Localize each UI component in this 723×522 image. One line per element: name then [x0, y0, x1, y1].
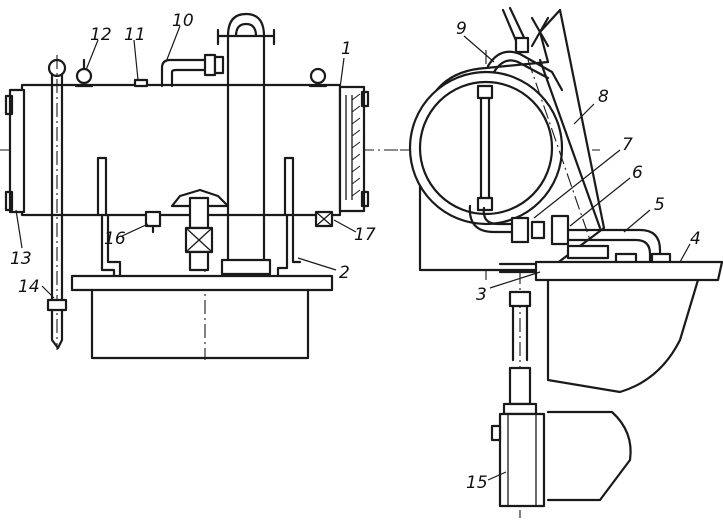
- left-bracket: [96, 156, 108, 217]
- callout-6: 6: [632, 163, 643, 183]
- left-flange: [8, 88, 26, 214]
- pipe-base-flange: [220, 258, 272, 276]
- pipe-5: [558, 228, 662, 264]
- callout-5: 5: [654, 195, 665, 215]
- callout-16: 16: [104, 229, 126, 249]
- base-plate: [70, 274, 334, 292]
- top-lug-right: [309, 67, 327, 85]
- callout-labels: 1 2 3 4 5 6 7 8 9 10 11 12 13 14 15 16 1…: [10, 11, 701, 493]
- top-fitting-11: [133, 78, 149, 88]
- callout-1: 1: [341, 39, 352, 59]
- flange-bolt-top: [4, 94, 14, 116]
- vertical-pipe: [226, 12, 266, 272]
- callout-12: 12: [90, 25, 112, 45]
- callout-15: 15: [466, 473, 488, 493]
- end-cap-hatch: [351, 93, 361, 197]
- base-foundation: [90, 288, 310, 360]
- top-lug-12: [75, 67, 93, 85]
- flange-bolt-bottom: [4, 190, 14, 212]
- end-view: [400, 6, 723, 518]
- callout-13: 13: [10, 249, 32, 269]
- rod-lower-end: [50, 308, 64, 350]
- linkage-9: [486, 50, 564, 92]
- right-bracket: [283, 156, 295, 217]
- connecting-pipe: [468, 204, 514, 234]
- callout-17: 17: [354, 225, 376, 245]
- platform-4: [534, 260, 723, 282]
- drum-outer: [408, 70, 564, 226]
- fitting-16: [144, 210, 162, 228]
- callout-7: 7: [622, 135, 633, 155]
- callout-3: 3: [476, 285, 487, 305]
- callout-11: 11: [124, 25, 146, 45]
- inclined-arm-8: [538, 58, 602, 230]
- coupling-7: [510, 216, 530, 244]
- drum-inner: [418, 80, 554, 216]
- rod-coupling: [46, 298, 68, 312]
- callout-14: 14: [18, 277, 40, 297]
- platform-3: [498, 262, 538, 274]
- callout-leaders: [15, 25, 691, 481]
- callout-4: 4: [690, 229, 701, 249]
- actuator-15: [498, 412, 546, 508]
- side-view: [0, 12, 420, 360]
- callout-2: 2: [339, 263, 350, 283]
- rod-segment-15: [508, 366, 532, 406]
- callout-9: 9: [456, 19, 467, 39]
- callout-10: 10: [172, 11, 194, 31]
- support-rock: [546, 278, 700, 394]
- lower-support: [546, 410, 632, 502]
- coupling-6: [550, 214, 570, 246]
- small-pipe-10: [160, 58, 217, 88]
- callout-8: 8: [598, 87, 609, 107]
